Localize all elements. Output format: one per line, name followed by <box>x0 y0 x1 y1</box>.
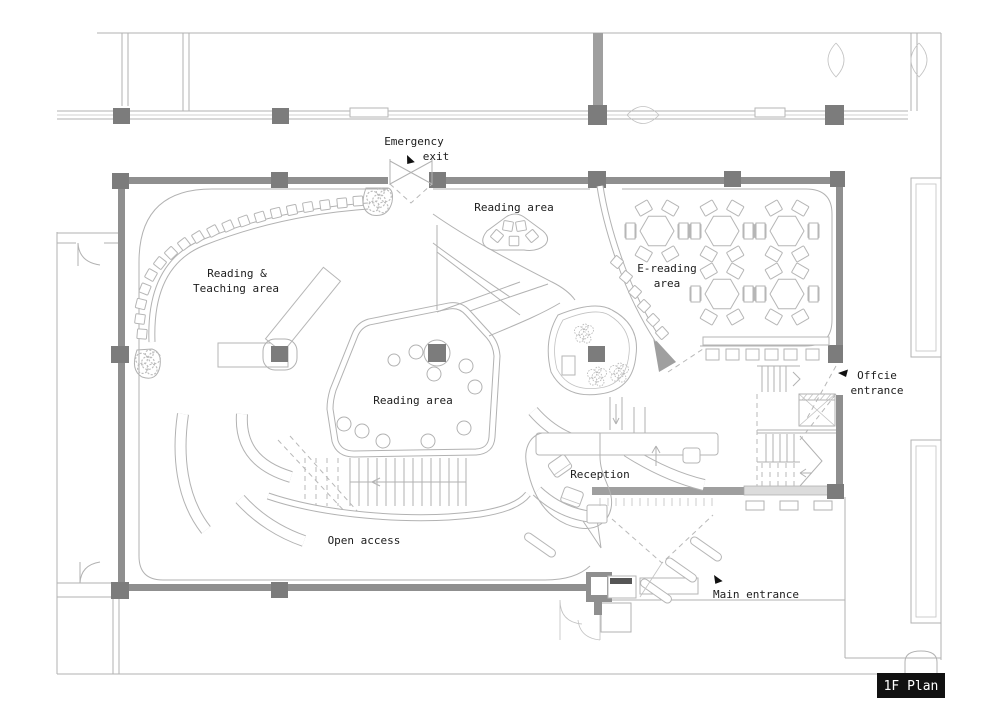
reception-area <box>525 407 719 549</box>
label-emergency-exit-1: Emergency <box>384 135 444 148</box>
title-badge: 1F Plan <box>877 673 945 698</box>
hex-table <box>754 199 820 263</box>
main-staircase <box>268 435 528 518</box>
right-stair-block <box>756 365 837 487</box>
hex-table <box>754 262 820 326</box>
label-reading-area-top: Reading area <box>474 201 553 214</box>
planter-island <box>547 305 637 430</box>
label-reading-teaching-2: Teaching area <box>193 282 279 295</box>
main-entrance <box>522 514 724 615</box>
label-e-reading-2: area <box>654 277 681 290</box>
e-reading-area <box>600 186 833 373</box>
labels: Emergency exit Reading area E-reading ar… <box>193 135 904 601</box>
reading-teaching-area <box>133 187 393 379</box>
label-reception: Reception <box>570 468 630 481</box>
label-main-entrance: Main entrance <box>713 588 799 601</box>
emergency-exit-arrow-icon <box>403 153 415 166</box>
plan-title: 1F Plan <box>884 679 939 694</box>
label-office-entrance-1: Offcie <box>857 369 897 382</box>
label-office-entrance-2: entrance <box>851 384 904 397</box>
context-building-lines <box>56 32 942 675</box>
hex-table <box>624 199 690 263</box>
emergency-exit-door <box>389 159 433 204</box>
hex-table <box>689 199 755 263</box>
label-reading-area-center: Reading area <box>373 394 452 407</box>
inner-boundary <box>138 188 591 581</box>
hex-table <box>689 262 755 326</box>
library-walls <box>118 176 845 591</box>
main-entrance-arrow-icon <box>710 572 723 586</box>
label-open-access: Open access <box>328 534 401 547</box>
label-e-reading-1: E-reading <box>637 262 697 275</box>
structural-columns <box>111 105 845 599</box>
label-reading-teaching-1: Reading & <box>207 267 267 280</box>
label-emergency-exit-2: exit <box>423 150 450 163</box>
central-reading-area <box>330 213 576 454</box>
plant <box>366 187 392 214</box>
